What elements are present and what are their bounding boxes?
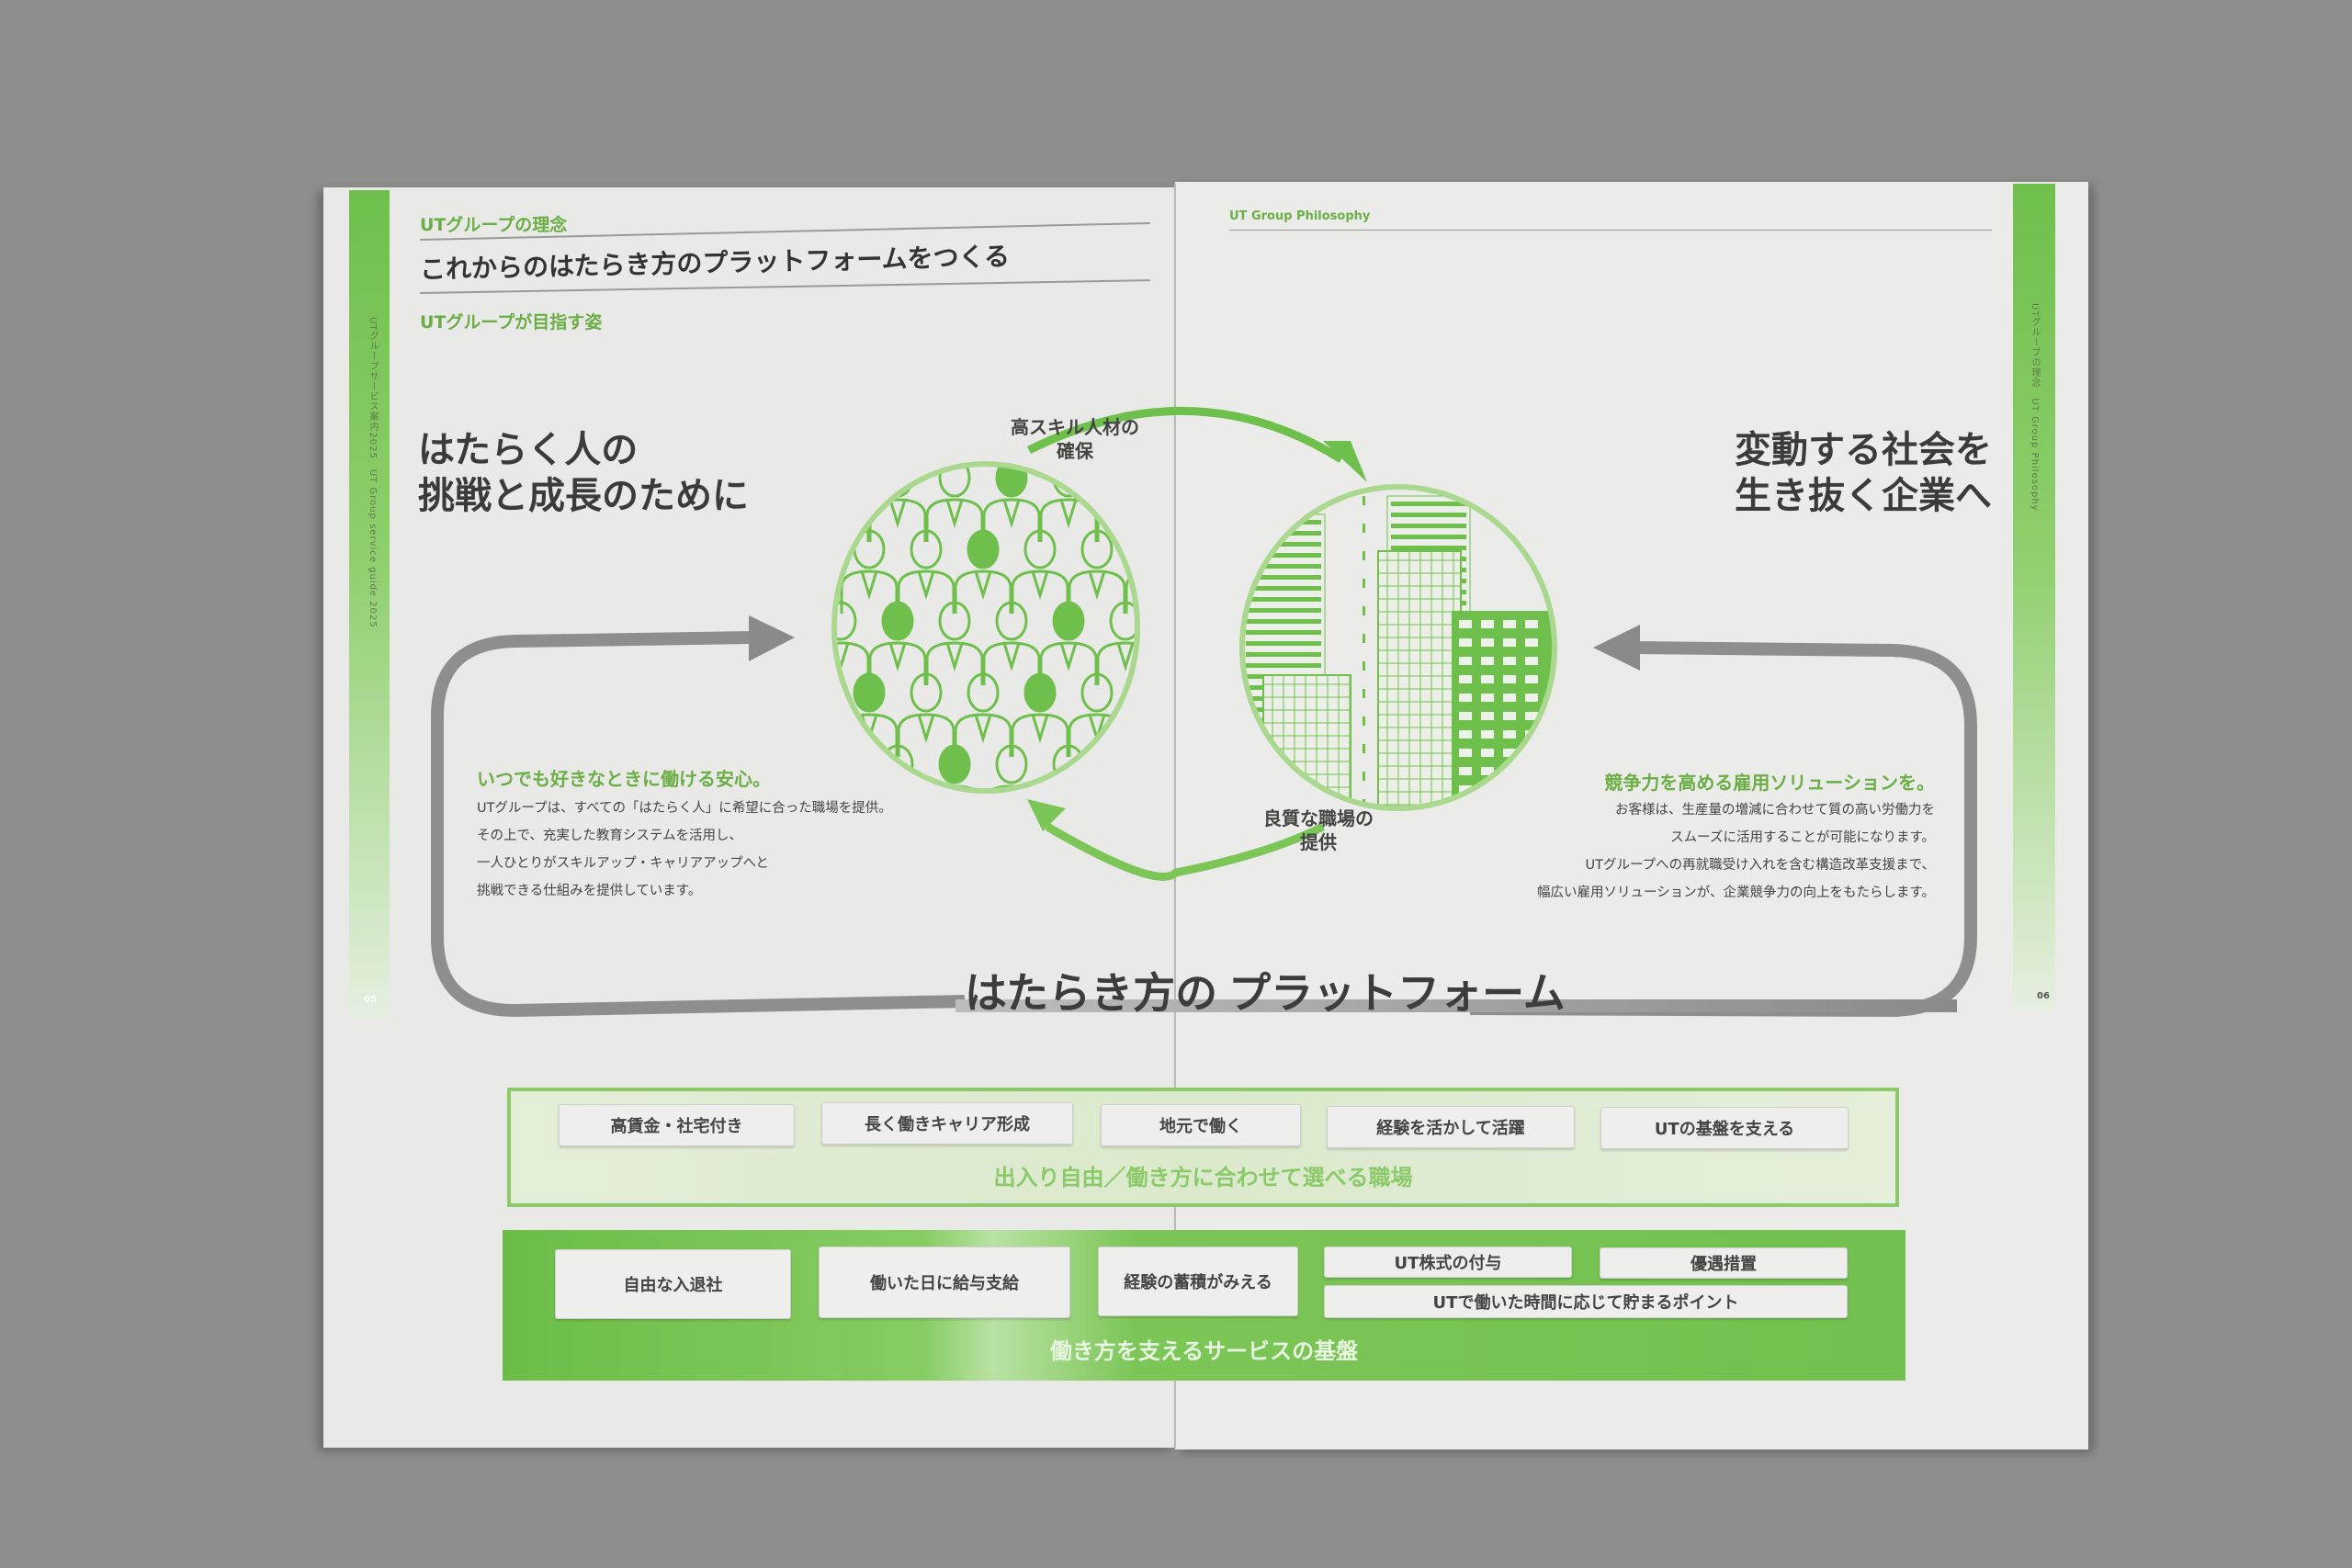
person-icon: [954, 529, 1012, 614]
subsection-label: UTグループが目指す姿: [420, 312, 603, 333]
right-text-block: 競争力を高める雇用ソリューションを。 お客様は、生産量の増減に合わせて質の高い労…: [1537, 768, 1935, 907]
block-body: お客様は、生産量の増減に合わせて質の高い労働力をスムーズに活用することが可能にな…: [1537, 796, 1935, 907]
right-side-text: UTグループの理念 UT Group Philosophy: [2030, 303, 2040, 512]
person-icon: [925, 464, 984, 542]
body-line: 幅広い雇用ソリューションが、企業競争力の向上をもたらします。: [1537, 886, 1935, 900]
chip: 優遇措置: [1600, 1247, 1848, 1279]
person-icon: [1096, 744, 1137, 791]
left-heading: はたらく人の 挑戦と成長のために: [418, 427, 749, 519]
city-buildings-icon: [1242, 495, 1553, 808]
section-label: UTグループの理念: [420, 215, 568, 235]
person-icon: [1039, 601, 1098, 685]
arrow-right-icon: [749, 615, 795, 661]
person-icon: [897, 672, 956, 757]
person-icon: [1011, 529, 1069, 614]
label-line: 高スキル人材の: [1011, 416, 1139, 438]
arrow-head-top-icon: [1323, 441, 1367, 482]
chip: 長く働きキャリア形成: [821, 1102, 1073, 1145]
chip: 働いた日に給与支給: [819, 1247, 1070, 1318]
label-top: 高スキル人材の 確保: [1001, 415, 1148, 463]
label-line: 良質な職場の: [1263, 807, 1374, 829]
heading-line: 生き抜く企業へ: [1735, 475, 1992, 517]
body-line: その上で、充実した教育システムを活用し、: [477, 829, 742, 843]
person-icon: [897, 529, 956, 614]
platform-title: はたらき方のプラットフォーム: [965, 960, 1566, 1021]
page-number-right: 06: [2037, 991, 2050, 1001]
block-title: 競争力を高める雇用ソリューションを。: [1604, 772, 1935, 794]
platform-title-a: はたらき方の: [965, 968, 1218, 1018]
chip: UTの基盤を支える: [1600, 1107, 1849, 1149]
workplace-box: 高賃金・社宅付き 長く働きキャリア形成 地元で働く 経験を活かして活躍 UTの基…: [507, 1088, 1899, 1207]
heading-line: 変動する社会を: [1735, 429, 1992, 471]
person-icon: [840, 529, 899, 614]
green-arrow-top: [1026, 406, 1344, 463]
body-line: UTグループへの再就職受け入れを含む構造改革支援まで、: [1585, 858, 1935, 873]
chip: 高賃金・社宅付き: [559, 1104, 795, 1146]
chip: 経験の蓄積がみえる: [1098, 1247, 1298, 1316]
right-heading: 変動する社会を 生き抜く企業へ: [1735, 427, 1992, 519]
person-icon: [1039, 464, 1098, 542]
divider: [1229, 230, 1992, 231]
chip: UT株式の付与: [1324, 1247, 1572, 1278]
arrow-head-bottom-icon: [1027, 799, 1066, 831]
label-bottom: 良質な職場の 提供: [1245, 807, 1392, 854]
body-line: スムーズに活用することが可能になります。: [1670, 830, 1935, 845]
platform-title-b: プラットフォーム: [1228, 968, 1566, 1018]
service-box: 自由な入退社 働いた日に給与支給 経験の蓄積がみえる UT株式の付与 優遇措置 …: [503, 1230, 1905, 1381]
building-icon: [1363, 496, 1365, 808]
gray-loop-left: [431, 631, 966, 1018]
right-header: UT Group Philosophy: [1229, 209, 1371, 223]
label-line: 提供: [1300, 831, 1337, 853]
block-title: いつでも好きなときに働ける安心。: [477, 768, 771, 790]
left-text-block: いつでも好きなときに働ける安心。 UTグループは、すべての「はたらく人」に希望に…: [477, 764, 892, 905]
right-side-strip: [2013, 184, 2055, 1010]
page-number-left: 05: [364, 995, 377, 1005]
person-icon: [1096, 601, 1137, 685]
heading-line: 挑戦と成長のために: [418, 475, 749, 517]
left-side-strip: [349, 190, 390, 1017]
person-icon: [868, 464, 927, 542]
platform-underline: [956, 999, 1957, 1012]
chip: UTで働いた時間に応じて貯まるポイント: [1324, 1285, 1848, 1318]
person-icon: [925, 601, 984, 685]
workplace-box-title: 出入り自由／働き方に合わせて選べる職場: [993, 1165, 1413, 1190]
label-line: 確保: [1057, 440, 1093, 462]
person-icon: [1125, 713, 1137, 757]
right-circle: [1239, 484, 1557, 811]
person-icon: [868, 601, 927, 685]
person-icon: [1011, 672, 1069, 757]
green-arrow-bottom: [1045, 822, 1326, 881]
service-box-title: 働き方を支えるサービスの基盤: [1049, 1338, 1359, 1364]
chip: 自由な入退社: [555, 1249, 791, 1319]
person-icon: [840, 672, 899, 757]
body-line: 挑戦できる仕組みを提供しています。: [477, 884, 702, 898]
person-icon: [982, 601, 1041, 685]
block-body: UTグループは、すべての「はたらく人」に希望に合った職場を提供。その上で、充実し…: [477, 795, 892, 905]
body-line: UTグループは、すべての「はたらく人」に希望に合った職場を提供。: [477, 801, 892, 816]
chip: 地元で働く: [1101, 1104, 1301, 1146]
person-icon: [954, 672, 1012, 757]
person-icon: [834, 464, 870, 542]
arrow-left-icon: [1593, 625, 1640, 671]
spine: [1174, 184, 1176, 1448]
left-circle: [831, 461, 1140, 794]
person-icon: [1068, 529, 1126, 614]
left-side-text: UTグループサービス案内2025 UT Group service guide …: [368, 317, 378, 628]
heading-line: はたらく人の: [418, 429, 639, 471]
body-line: 一人ひとりがスキルアップ・キャリアアップへと: [477, 856, 769, 871]
body-line: お客様は、生産量の増減に合わせて質の高い労働力を: [1615, 803, 1935, 818]
chip: 経験を活かして活躍: [1327, 1106, 1575, 1148]
